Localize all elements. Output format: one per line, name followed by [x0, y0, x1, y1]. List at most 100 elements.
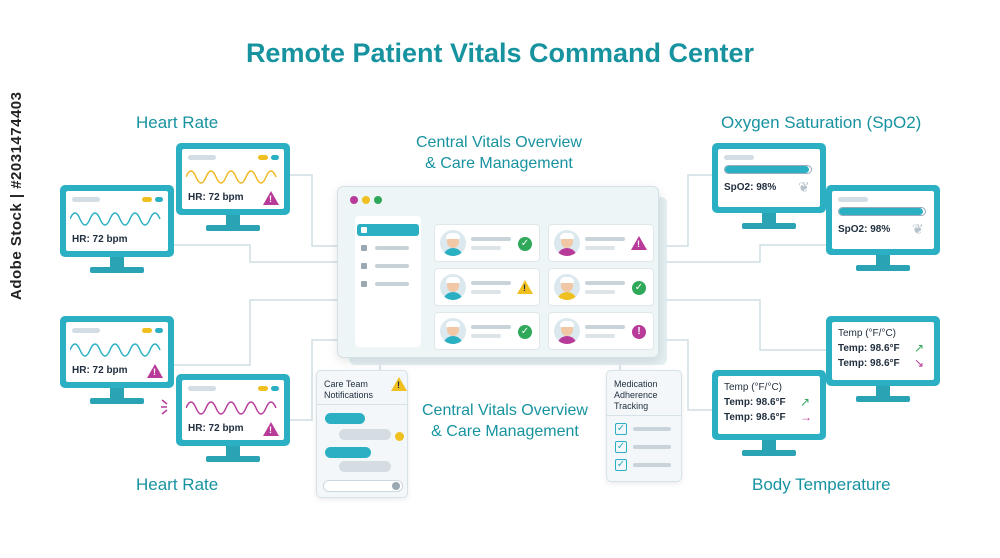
- temp-header-1: Temp (°F/°C): [838, 328, 896, 339]
- care-team-title-line1: Care Team: [324, 379, 368, 389]
- body-temperature-label: Body Temperature: [752, 475, 891, 494]
- temp-reading-1a: Temp: 98.6°F: [838, 343, 900, 354]
- hr-reading-1: HR: 72 bpm: [188, 192, 244, 203]
- medication-title: Medication Adherence Tracking: [614, 379, 658, 412]
- patient-card[interactable]: ✓: [434, 312, 540, 350]
- page-title: Remote Patient Vitals Command Center: [245, 38, 755, 68]
- patient-card[interactable]: [434, 268, 540, 306]
- spo2-monitor-1: SpO2: 98% ❦: [712, 143, 826, 243]
- patient-card[interactable]: ✓: [434, 224, 540, 262]
- send-icon[interactable]: [392, 482, 400, 490]
- ecg-waveform: [70, 343, 161, 357]
- hr-reading-4: HR: 72 bpm: [188, 423, 244, 434]
- window-dot-yellow: [362, 196, 370, 204]
- hr-monitor-2: HR: 72 bpm: [60, 185, 174, 285]
- patient-avatar: [554, 230, 580, 256]
- window-dot-green: [374, 196, 382, 204]
- home-icon: [361, 227, 367, 233]
- temp-monitor-2: Temp (°F/°C) Temp: 98.6°F Temp: 98.6°F ↗…: [712, 370, 826, 470]
- list-icon: [361, 245, 367, 251]
- sidebar-item-3[interactable]: [357, 260, 419, 272]
- warning-icon: [263, 191, 279, 205]
- chat-bubble: [339, 429, 391, 440]
- hr-reading-3: HR: 72 bpm: [72, 365, 128, 376]
- care-team-title-line2: Notifications: [324, 390, 374, 400]
- ecg-waveform: [186, 401, 277, 415]
- temp-reading-2a: Temp: 98.6°F: [724, 397, 786, 408]
- spo2-bar: [724, 165, 812, 174]
- spo2-bar: [838, 207, 926, 216]
- warning-icon: [631, 236, 647, 250]
- bolt-icon: [361, 263, 367, 269]
- center-label-bottom: Central Vitals Overview & Care Managemen…: [400, 400, 610, 442]
- medication-title-line2: Adherence: [614, 390, 658, 400]
- center-label-top-line1: Central Vitals Overview: [416, 134, 582, 151]
- heart-rate-label-bottom: Heart Rate: [136, 475, 219, 494]
- hr-monitor-2-screen: HR: 72 bpm: [66, 191, 168, 251]
- trend-right-icon: →: [800, 410, 812, 424]
- spo2-reading-2: SpO2: 98%: [838, 224, 891, 235]
- user-avatar-icon: [395, 432, 404, 441]
- chat-bubble: [325, 413, 365, 424]
- sidebar-item-home[interactable]: [357, 224, 419, 236]
- hr-monitor-4: HR: 72 bpm: [176, 374, 290, 474]
- medication-title-line3: Tracking: [614, 401, 649, 411]
- care-team-panel: Care Team Notifications: [316, 370, 408, 498]
- spo2-monitor-1-screen: SpO2: 98% ❦: [718, 149, 820, 207]
- checkbox-icon[interactable]: ✓: [615, 441, 627, 453]
- spo2-monitor-2: SpO2: 98% ❦: [826, 185, 940, 285]
- patient-avatar: [554, 274, 580, 300]
- hr-monitor-1: HR: 72 bpm: [176, 143, 290, 243]
- trend-up-icon: ↗: [800, 395, 811, 409]
- medication-panel: Medication Adherence Tracking ✓ ✓ ✓: [606, 370, 682, 482]
- hr-monitor-4-screen: HR: 72 bpm: [182, 380, 284, 440]
- chat-bubble: [325, 447, 371, 458]
- spo2-label: Oxygen Saturation (SpO2): [721, 113, 922, 132]
- checkbox-icon[interactable]: ✓: [615, 459, 627, 471]
- check-icon: ✓: [632, 281, 646, 295]
- temp-reading-1b: Temp: 98.6°F: [838, 358, 900, 369]
- medication-title-line1: Medication: [614, 379, 658, 389]
- temp-header-2: Temp (°F/°C): [724, 382, 782, 393]
- spo2-bar-fill: [839, 208, 924, 215]
- warning-icon: [517, 280, 533, 294]
- warning-icon: [263, 422, 279, 436]
- ecg-waveform: [70, 212, 161, 226]
- patient-avatar: [440, 318, 466, 344]
- hr-monitor-3-screen: HR: 72 bpm: [66, 322, 168, 382]
- trend-down-icon: ↘: [914, 356, 925, 370]
- hr-monitor-3: HR: 72 bpm: [60, 316, 174, 416]
- folder-icon: [361, 281, 367, 287]
- trend-up-icon: ↗: [914, 341, 925, 355]
- sidebar-item-2[interactable]: [357, 242, 419, 254]
- lungs-icon: ❦: [912, 221, 924, 237]
- checkbox-icon[interactable]: ✓: [615, 423, 627, 435]
- lungs-icon: ❦: [798, 179, 810, 195]
- patient-card[interactable]: ✓: [548, 268, 654, 306]
- alert-icon: !: [632, 325, 646, 339]
- temp-monitor-2-screen: Temp (°F/°C) Temp: 98.6°F Temp: 98.6°F ↗…: [718, 376, 820, 434]
- warning-icon: [147, 364, 163, 378]
- dashboard-sidebar: [355, 216, 421, 347]
- patient-card[interactable]: !: [548, 312, 654, 350]
- care-team-title: Care Team Notifications: [324, 379, 373, 401]
- patient-avatar: [440, 230, 466, 256]
- check-icon: ✓: [518, 325, 532, 339]
- spo2-monitor-2-screen: SpO2: 98% ❦: [832, 191, 934, 249]
- watermark-text: Adobe Stock | #2031474403: [8, 91, 25, 300]
- chat-bubble: [339, 461, 391, 472]
- heart-rate-label-top: Heart Rate: [136, 113, 219, 132]
- check-icon: ✓: [518, 237, 532, 251]
- sidebar-item-4[interactable]: [357, 278, 419, 290]
- patient-card[interactable]: [548, 224, 654, 262]
- center-label-bottom-line1: Central Vitals Overview: [422, 402, 588, 419]
- hr-monitor-1-screen: HR: 72 bpm: [182, 149, 284, 209]
- temp-monitor-1-screen: Temp (°F/°C) Temp: 98.6°F Temp: 98.6°F ↗…: [832, 322, 934, 380]
- center-label-bottom-line2: & Care Management: [431, 423, 579, 440]
- patient-avatar: [554, 318, 580, 344]
- message-input[interactable]: [323, 480, 403, 492]
- hr-reading-2: HR: 72 bpm: [72, 234, 128, 245]
- alert-sparks-icon: [161, 399, 168, 415]
- temp-reading-2b: Temp: 98.6°F: [724, 412, 786, 423]
